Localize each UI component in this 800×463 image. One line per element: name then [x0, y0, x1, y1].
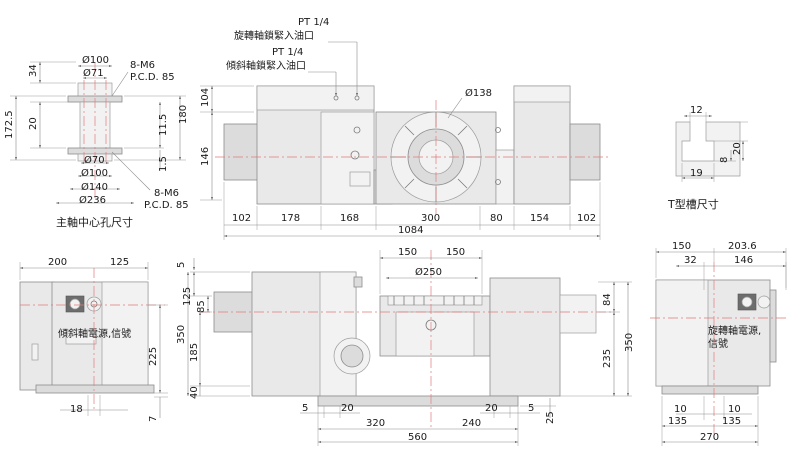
bore-h11-5: 11.5: [158, 114, 169, 136]
top-w80: 80: [490, 213, 503, 224]
left-w200: 200: [48, 257, 67, 268]
tilt-power-label: 傾斜軸電源,信號: [58, 327, 131, 340]
top-right-support: [513, 85, 571, 205]
left-w125: 125: [110, 257, 129, 268]
top-view: PT 1/4 旋轉軸鎖緊入油口 PT 1/4 傾斜軸鎖緊入油口 Ø138 104…: [200, 17, 610, 240]
bore-d140: Ø140: [81, 181, 108, 193]
front-h350-right: 350: [624, 333, 635, 352]
tslot-title: T型槽尺寸: [667, 197, 719, 211]
bore-h34: 34: [28, 64, 39, 77]
front-table-teeth: [393, 296, 475, 305]
front-h5-top: 5: [176, 262, 187, 268]
bore-d100-bot: Ø100: [81, 167, 108, 179]
front-w5-right: 5: [528, 403, 534, 414]
front-h40: 40: [189, 386, 200, 399]
tslot-h8: 8: [719, 157, 730, 163]
front-w320: 320: [366, 418, 385, 429]
top-width-chain: [223, 182, 601, 240]
front-h85: 85: [196, 300, 207, 313]
tslot-w12: 12: [690, 105, 703, 116]
pt-upper-label: PT 1/4: [298, 17, 329, 28]
front-w20-left: 20: [341, 403, 354, 414]
bore-d236: Ø236: [79, 194, 106, 206]
bore-section-title: 主軸中心孔尺寸: [56, 215, 133, 229]
right-w270: 270: [700, 432, 719, 443]
front-h84: 84: [602, 293, 613, 306]
top-left-housing-block: [320, 111, 375, 205]
bore-h20: 20: [28, 117, 39, 130]
front-w560: 560: [408, 432, 427, 443]
front-w150-a: 150: [398, 247, 417, 258]
front-view: 150 150 Ø250 5 125 85 350 185 40 84 235 …: [176, 247, 635, 446]
top-left-housing-cap: [256, 85, 375, 111]
t-slot-profile: [675, 121, 741, 177]
bore-d100-top: Ø100: [82, 54, 109, 66]
front-h185: 185: [189, 343, 200, 362]
top-left-motor: [223, 123, 259, 181]
front-base: [317, 395, 519, 407]
front-h125: 125: [182, 287, 193, 306]
bore-h1-5: 1.5: [158, 156, 169, 172]
top-d138: Ø138: [465, 87, 492, 99]
front-table-top: [387, 295, 483, 306]
right-w10-b: 10: [728, 404, 741, 415]
top-w300: 300: [421, 213, 440, 224]
right-w10-a: 10: [674, 404, 687, 415]
bore-d71: Ø71: [83, 67, 104, 79]
bore-pcd85-bot: P.C.D. 85: [144, 200, 189, 211]
pt-lower-desc: 傾斜軸鎖緊入油口: [226, 59, 306, 72]
right-w32: 32: [684, 255, 697, 266]
top-w102-right: 102: [577, 213, 596, 224]
tslot-h20: 20: [732, 142, 743, 155]
top-right-motor: [569, 123, 601, 181]
front-w240: 240: [462, 418, 481, 429]
bore-m6-bot: 8-M6: [154, 188, 179, 199]
bore-d70: Ø70: [84, 154, 105, 166]
right-view-base: [661, 385, 759, 395]
front-h25: 25: [545, 411, 556, 424]
top-w1084: 1084: [398, 225, 423, 236]
top-w178: 178: [281, 213, 300, 224]
left-view-base: [35, 384, 155, 394]
front-h235: 235: [602, 349, 613, 368]
right-side-view: 旋轉軸電源, 信號 150 203.6 32 146 10 10 135 135…: [650, 241, 787, 446]
right-w150: 150: [672, 241, 691, 252]
right-w146: 146: [734, 255, 753, 266]
spindle-bore-view: Ø100 Ø71 8-M6 P.C.D. 85 34 172.5 20 11.5…: [4, 54, 189, 229]
front-d250: Ø250: [415, 266, 442, 278]
left-side-view: 傾斜軸電源,信號 200 125 225 18 7: [19, 257, 168, 422]
right-w135-b: 135: [722, 416, 741, 427]
top-w102-left: 102: [232, 213, 251, 224]
left-view-cover: [19, 281, 55, 391]
rot-power-label-2: 信號: [708, 337, 728, 350]
left-h225: 225: [148, 347, 159, 366]
right-w135-a: 135: [668, 416, 687, 427]
pt-lower-label: PT 1/4: [272, 47, 303, 58]
bore-h172-5: 172.5: [4, 110, 15, 139]
front-w5-left: 5: [302, 403, 308, 414]
front-right-motor: [559, 294, 597, 334]
right-w203-6: 203.6: [728, 241, 757, 252]
top-h104: 104: [200, 88, 211, 107]
bore-pcd85-top: P.C.D. 85: [130, 72, 175, 83]
bore-m6-top: 8-M6: [130, 60, 155, 71]
t-slot-view: 12 8 20 19 T型槽尺寸: [667, 105, 748, 211]
front-right-support: [489, 277, 561, 397]
left-h7: 7: [148, 416, 159, 422]
pt-upper-desc: 旋轉軸鎖緊入油口: [234, 29, 314, 42]
top-h146: 146: [200, 147, 211, 166]
rot-power-label-1: 旋轉軸電源,: [708, 324, 761, 337]
top-w154: 154: [530, 213, 549, 224]
top-w168: 168: [340, 213, 359, 224]
front-w20-right: 20: [485, 403, 498, 414]
bore-h180: 180: [178, 105, 189, 124]
left-w18: 18: [70, 404, 83, 415]
front-w150-b: 150: [446, 247, 465, 258]
tslot-w19: 19: [690, 168, 703, 179]
front-h350-left: 350: [176, 325, 187, 344]
